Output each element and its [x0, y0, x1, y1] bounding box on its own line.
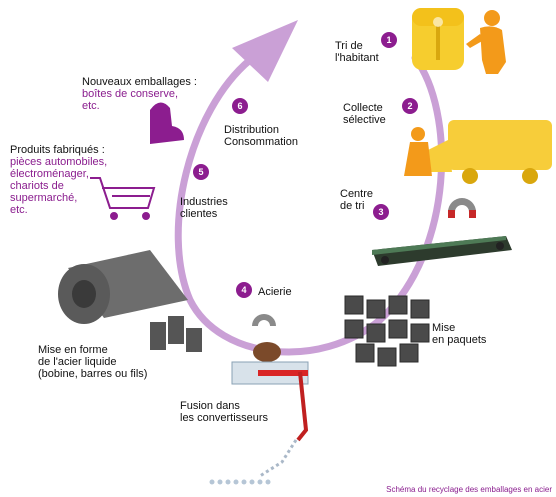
magnet-conveyor-icon [372, 198, 512, 266]
note-produits-fabriques: Produits fabriqués : pièces automobiles,… [10, 144, 108, 216]
person-icon [466, 10, 506, 74]
note-mise-en-paquets: Mise en paquets [432, 322, 487, 346]
note-nouveaux-emballages: Nouveaux emballages : boîtes de conserve… [82, 76, 197, 112]
note-fusion: Fusion dans les convertisseurs [180, 400, 269, 424]
step-badge-5: 5 [193, 164, 209, 180]
cycle-arrowhead [232, 20, 298, 82]
cooling-rollers [209, 479, 271, 485]
steel-bales-icon [344, 295, 430, 367]
step-label-5: Industries clientes [180, 196, 228, 220]
step-badge-1: 1 [381, 32, 397, 48]
step-label-6: Distribution Consommation [224, 124, 298, 148]
step-badge-4: 4 [236, 282, 252, 298]
step-label-4: Acierie [258, 286, 292, 298]
note-acier-liquide: Mise en forme de l'acier liquide (bobine… [38, 344, 148, 380]
step-badge-6: 6 [232, 98, 248, 114]
steel-coil-icon [58, 250, 202, 352]
step-label-1: Tri de l'habitant [335, 40, 379, 64]
garbage-truck-icon [404, 120, 552, 184]
diagram-caption: Schéma du recyclage des emballages en ac… [386, 485, 552, 494]
step-label-3: Centre de tri [340, 188, 374, 212]
step-badge-3: 3 [373, 204, 389, 220]
sorting-bin-icon [412, 8, 464, 70]
step-badge-2: 2 [402, 98, 418, 114]
converter-icon [231, 314, 309, 478]
car-seat-icon [150, 102, 184, 144]
step-label-2: Collecte sélective [343, 102, 386, 126]
shopping-cart-icon [90, 177, 156, 220]
